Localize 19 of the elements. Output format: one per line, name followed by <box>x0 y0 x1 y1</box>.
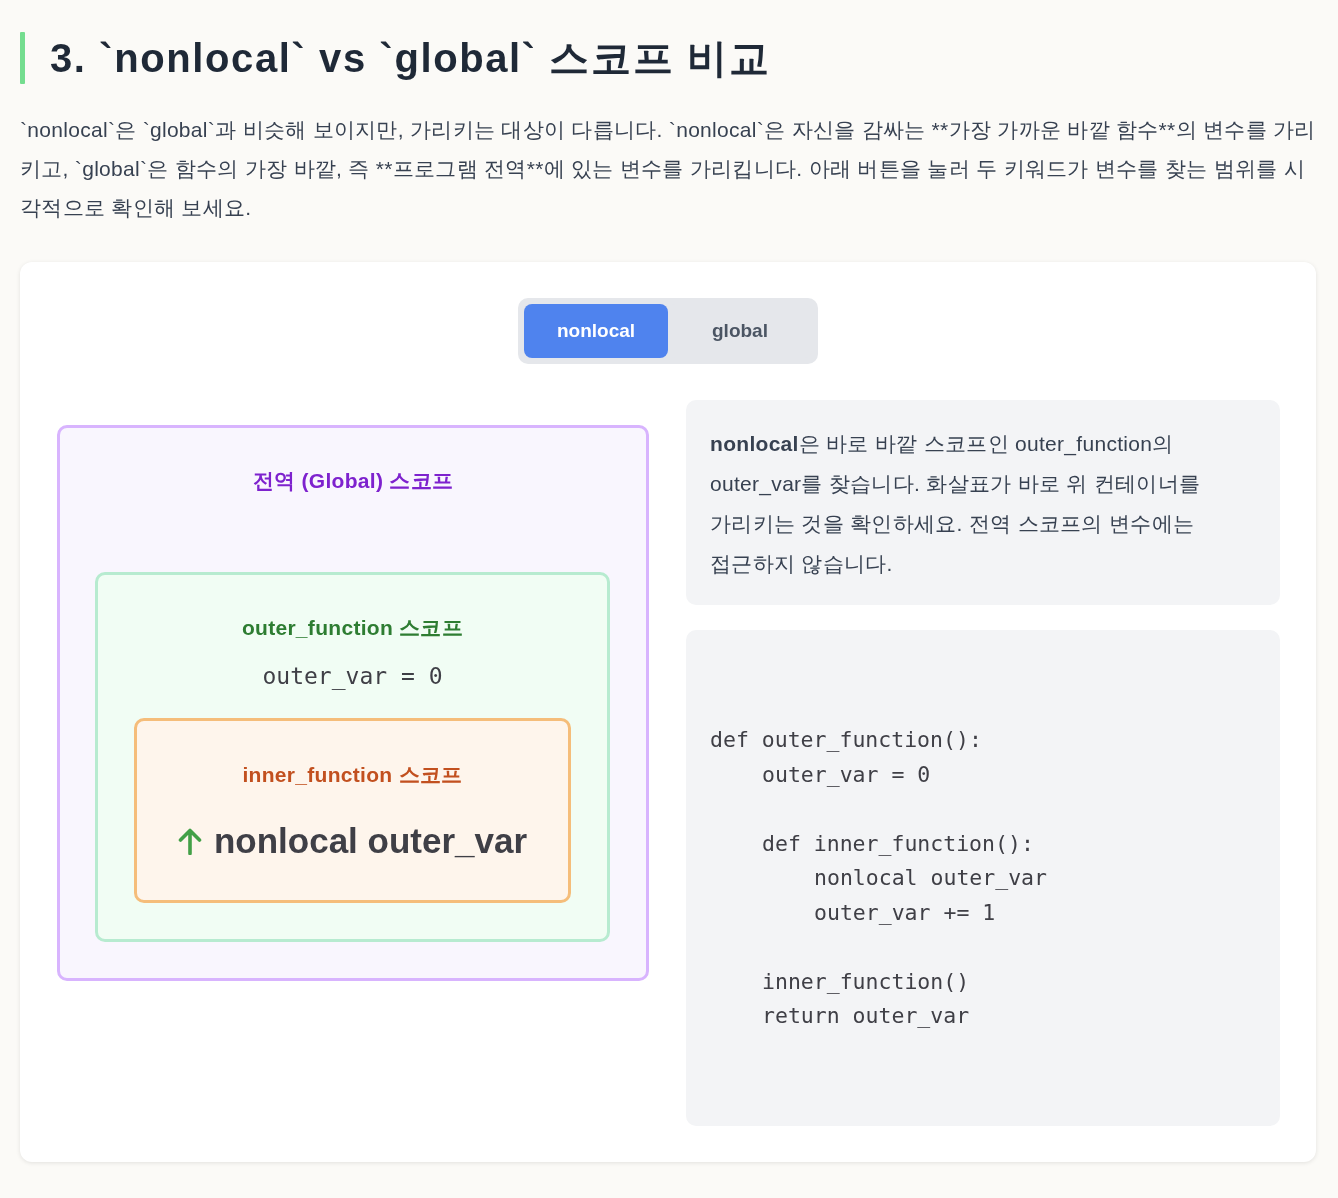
scope-box <box>95 572 610 942</box>
description-text: nonlocal은 바로 바깥 스코프인 outer_function의 outer_var를 찾습니다. 화살표가 바로 위 컨테이너를 가리키는 것을 확인하세요. 전역 스코프의 변수에는 접근하지 않습니다. <box>710 431 1202 577</box>
scope-box <box>134 718 571 903</box>
scope-title: outer_function 스코프 <box>240 615 465 641</box>
code-line: outer_var += 1 <box>814 898 996 927</box>
page-title: 3. `nonlocal` vs `global` 스코프 비교 <box>50 35 771 82</box>
code-text: outer_var = 0 <box>261 662 444 692</box>
scope-title: 전역 (Global) 스코프 <box>251 468 455 494</box>
code-line: inner_function() <box>762 967 970 996</box>
code-line: def inner_function(): <box>762 829 1034 858</box>
code-line: def outer_function(): <box>710 726 982 754</box>
code-line: nonlocal outer_var <box>814 864 1047 892</box>
scope-title: inner_function 스코프 <box>241 762 464 788</box>
scope-box <box>57 425 649 981</box>
code-line: outer_var = 0 <box>762 760 931 789</box>
intro-paragraph: `nonlocal`은 `global`과 비슷해 보이지만, 가리키는 대상이 다릅니다. `nonlocal`은 자신을 감싸는 **가장 가까운 바깥 함수**의 변수를 가리키고, `global`은 함수의 가장 바깥, 즉 **프로그램 전역**에 있는 변수를 가리킵니다. 아래 버튼을 눌러 두 키워드가 변수를 찾는 범위를 시각적으로 확인해 보세요. <box>20 117 1317 221</box>
statement-text: nonlocal outer_var <box>213 820 528 862</box>
tab-button: nonlocal <box>524 304 668 358</box>
code-line: return outer_var <box>762 1002 970 1030</box>
